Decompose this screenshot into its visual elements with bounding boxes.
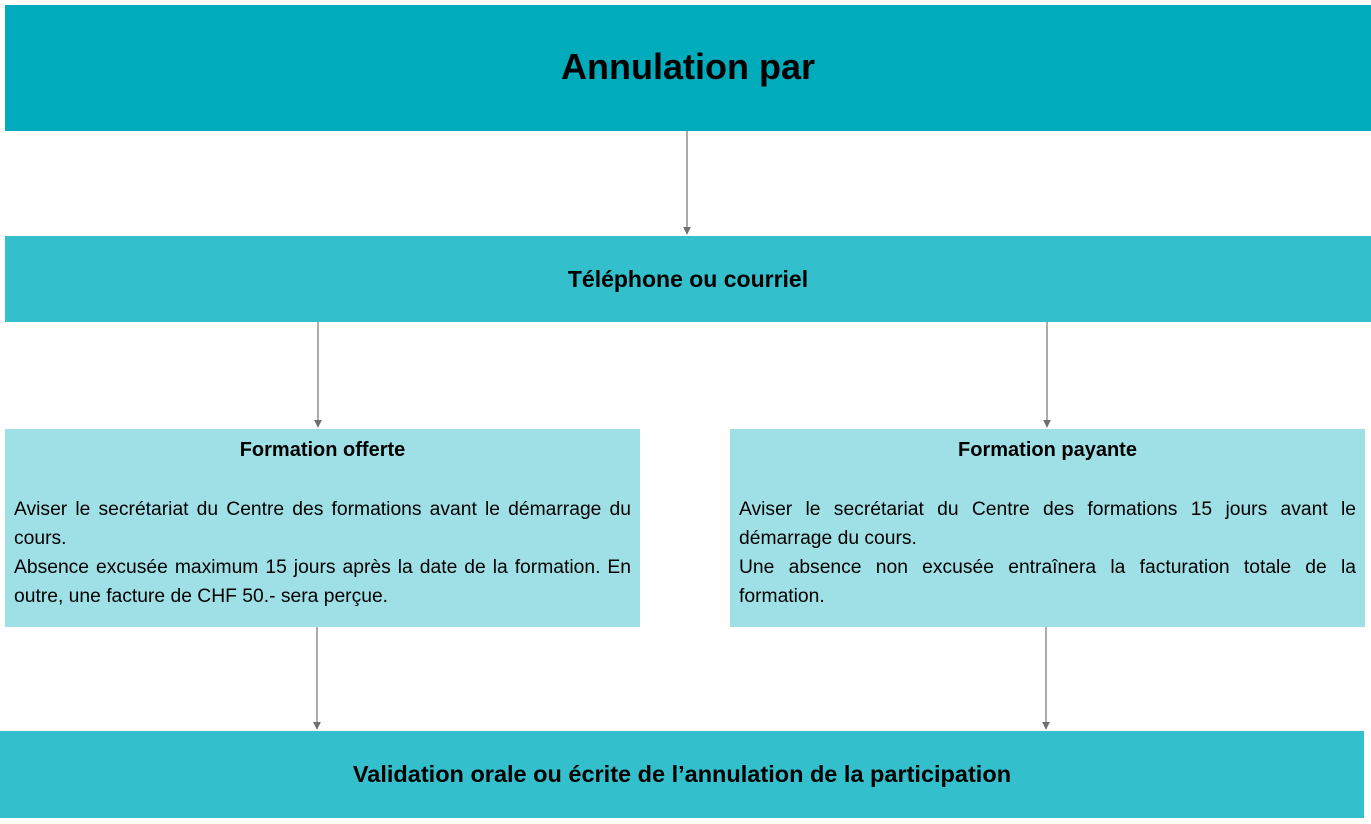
option-box-formation-payante: Formation payante Aviser le secrétariat … bbox=[730, 429, 1365, 627]
option-paragraph: Aviser le secrétariat du Centre des form… bbox=[739, 499, 1356, 549]
option-paragraph: Une absence non excusée entraînera la fa… bbox=[739, 557, 1356, 607]
option-paragraph: Aviser le secrétariat du Centre des form… bbox=[14, 499, 631, 549]
header-box: Annulation par bbox=[5, 5, 1371, 131]
option-paragraph: Absence excusée maximum 15 jours après l… bbox=[14, 557, 631, 607]
header-label: Annulation par bbox=[561, 45, 815, 87]
option-title: Formation payante bbox=[958, 439, 1137, 461]
validation-box: Validation orale ou écrite de l’annulati… bbox=[0, 731, 1364, 818]
option-box-formation-offerte: Formation offerte Aviser le secrétariat … bbox=[5, 429, 640, 627]
validation-label: Validation orale ou écrite de l’annulati… bbox=[352, 760, 1012, 787]
channel-box: Téléphone ou courriel bbox=[5, 236, 1371, 322]
option-title: Formation offerte bbox=[239, 439, 406, 461]
channel-label: Téléphone ou courriel bbox=[567, 265, 809, 292]
